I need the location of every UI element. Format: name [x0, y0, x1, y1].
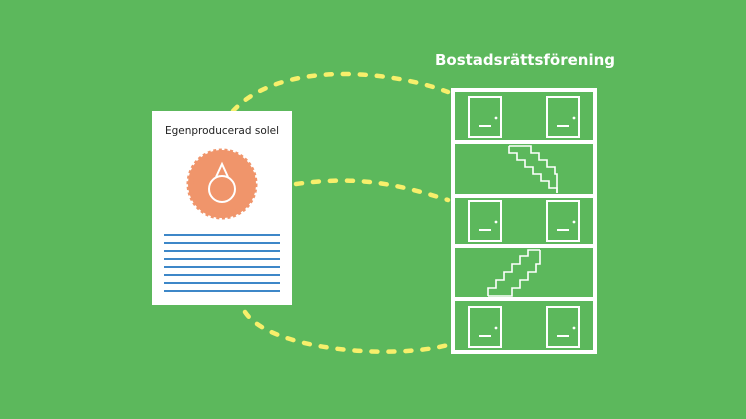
door-panel [468, 306, 502, 348]
door-handle [572, 116, 576, 120]
stair-outline [488, 250, 541, 297]
sun-symbol-point [215, 161, 229, 178]
dotted-connectors [230, 71, 451, 354]
door-handle [572, 326, 576, 330]
sun-seal-icon [186, 148, 258, 220]
sun-symbol-circle [208, 175, 236, 203]
solar-certificate: Egenproducerad solel [152, 111, 292, 305]
door-handle [572, 220, 576, 224]
stair-outline [509, 145, 558, 193]
certificate-title: Egenproducerad solel [165, 125, 279, 137]
building-frame [451, 88, 597, 354]
staircase-icon [487, 249, 541, 297]
floor-dividers [453, 140, 595, 301]
door-handle [494, 220, 498, 224]
connector-middle [293, 178, 451, 203]
door-icon [546, 96, 580, 138]
door-panel [546, 306, 580, 348]
sun-seal-disc [193, 155, 251, 213]
door-icon [468, 306, 502, 348]
door-icon [546, 306, 580, 348]
certificate-text-lines [164, 234, 280, 292]
staircase-icon [508, 145, 558, 193]
building-title: Bostadsrättsförening [435, 51, 615, 69]
door-icon [468, 200, 502, 242]
stair-outline [508, 146, 558, 193]
sun-symbol [208, 161, 236, 203]
stair-outline [487, 249, 540, 296]
apartment-building [451, 88, 597, 354]
door-icon [546, 200, 580, 242]
door-icon [468, 96, 502, 138]
door-handle [494, 326, 498, 330]
connector-bottom [242, 309, 451, 354]
door-handle [494, 116, 498, 120]
